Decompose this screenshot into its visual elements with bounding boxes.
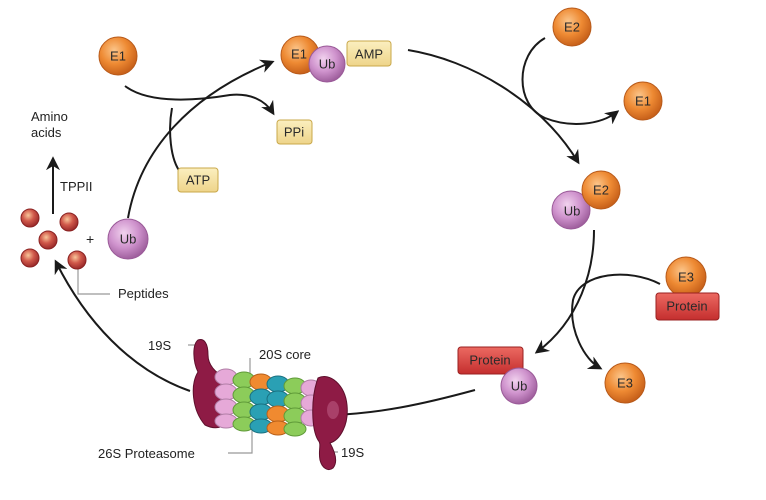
label-tppii: TPPII	[60, 179, 93, 194]
svg-text:E3: E3	[678, 270, 694, 285]
e2-in-complex	[581, 170, 621, 210]
svg-text:E2: E2	[564, 20, 580, 35]
cap-19s-right-highlight	[327, 401, 339, 419]
arrow-e2-to-e1-release	[521, 37, 620, 125]
ring-teal-left	[249, 373, 273, 434]
peptides-cluster	[20, 208, 87, 270]
arrow-e1-complex-to-e2	[407, 49, 580, 165]
ppi-box: PPi	[276, 119, 313, 145]
svg-text:AMP: AMP	[355, 47, 383, 62]
label-19s-top: 19S	[148, 338, 171, 353]
ub-on-protein	[500, 367, 538, 405]
leader-peptides	[77, 265, 110, 295]
svg-text:Protein: Protein	[469, 353, 510, 368]
svg-text:E1: E1	[110, 49, 126, 64]
proteasome-rings	[214, 368, 322, 437]
e1-ub-amp-complex: E1 Ub AMP	[280, 35, 392, 83]
e2-ub-complex: Ub E2	[551, 170, 621, 230]
protein-on-e3	[655, 292, 720, 321]
atp-box: ATP	[177, 167, 219, 193]
ub-in-complex	[308, 45, 346, 83]
arrow-protein-to-proteasome	[330, 389, 476, 422]
e1-enzyme: E1	[98, 36, 138, 76]
e2-enzyme: E2	[552, 7, 592, 47]
arrow-ub-to-e1-complex	[127, 59, 275, 219]
peptide	[67, 250, 87, 270]
peptide	[20, 208, 40, 228]
svg-text:Ub: Ub	[564, 204, 581, 219]
arrow-proteasome-to-peptides	[54, 259, 191, 392]
target-protein-box	[457, 346, 524, 375]
label-19s-bottom: 19S	[341, 445, 364, 460]
peptide	[20, 248, 40, 268]
e3-released: E3	[604, 362, 646, 404]
arrow-e2-to-protein-ub	[534, 229, 595, 354]
arrow-atp-in	[169, 107, 182, 174]
recycled-ubiquitin: Ub	[107, 218, 149, 260]
text-labels: Amino acids TPPII + Peptides 19S 20S cor…	[31, 109, 364, 461]
label-26s-proteasome: 26S Proteasome	[98, 446, 195, 461]
svg-text:ATP: ATP	[186, 173, 210, 188]
svg-text:Ub: Ub	[319, 57, 336, 72]
svg-text:Ub: Ub	[511, 379, 528, 394]
proteasome-26s	[192, 339, 348, 471]
ring-green-left	[232, 371, 256, 432]
e3-protein-complex: E3 Protein	[655, 256, 720, 321]
svg-text:E2: E2	[593, 183, 609, 198]
cap-19s-right	[312, 376, 348, 471]
svg-text:E1: E1	[635, 94, 651, 109]
label-20s-core: 20S core	[259, 347, 311, 362]
ubiquitinated-protein: Protein Ub	[457, 346, 538, 405]
svg-text:Protein: Protein	[666, 299, 707, 314]
peptide	[59, 212, 79, 232]
amp-box	[346, 40, 392, 67]
svg-text:E3: E3	[617, 376, 633, 391]
arrows	[46, 37, 661, 422]
ring-teal-right	[266, 375, 290, 436]
label-peptides: Peptides	[118, 286, 169, 301]
ring-green-right	[283, 377, 307, 437]
arrow-e1-to-ppi	[124, 85, 275, 116]
svg-text:Ub: Ub	[120, 232, 137, 247]
svg-text:PPi: PPi	[284, 125, 304, 140]
e1-released: E1	[623, 81, 663, 121]
peptide	[38, 230, 58, 250]
ub-on-e2	[551, 190, 591, 230]
arrow-e3-to-e3-release	[571, 273, 661, 370]
leader-26s-proteasome	[228, 425, 253, 454]
label-amino-acids-line2: acids	[31, 125, 62, 140]
svg-text:E1: E1	[291, 47, 307, 62]
label-amino-acids-line1: Amino	[31, 109, 68, 124]
label-plus: +	[86, 231, 94, 247]
ring-pink-left	[214, 368, 238, 429]
